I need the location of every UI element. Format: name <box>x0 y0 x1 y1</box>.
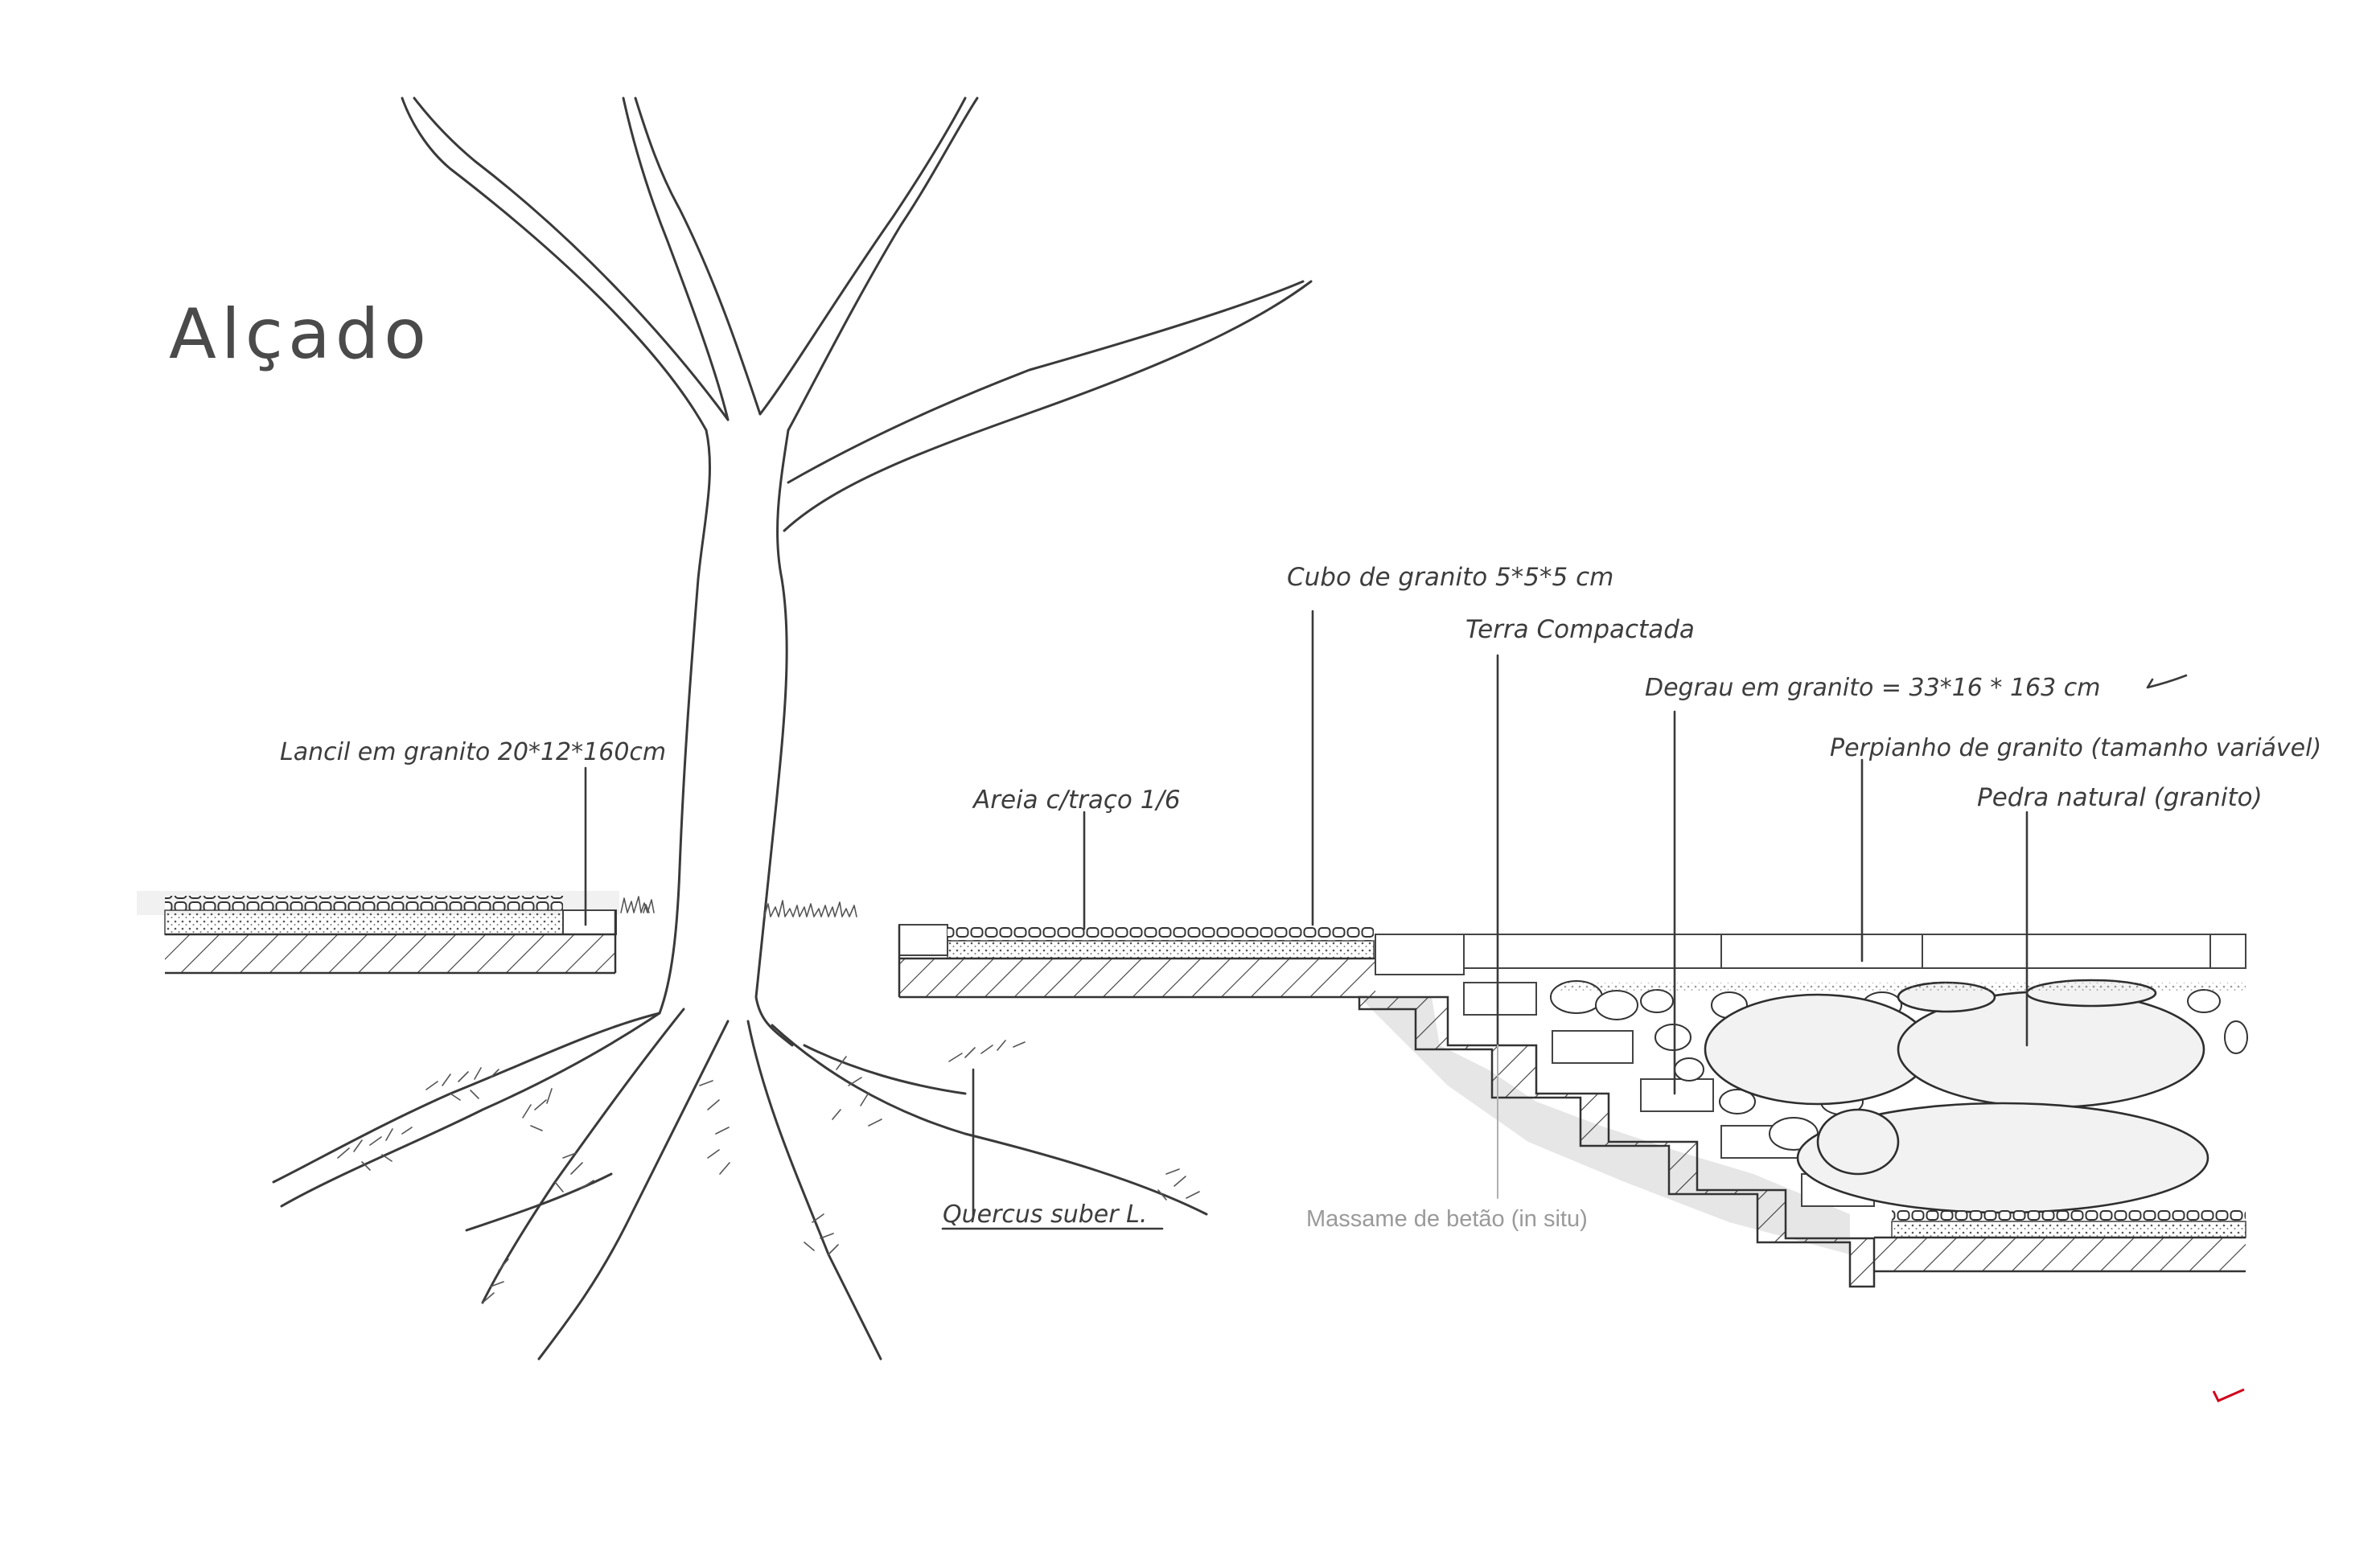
stair-wall-section <box>1358 934 2248 1288</box>
middle-pavement-section <box>898 924 1375 999</box>
label-perpianho: Perpianho de granito (tamanho variável) <box>1830 734 2321 762</box>
label-terra: Terra Compactada <box>1465 615 1695 644</box>
left-pavement-section <box>137 891 619 975</box>
label-pedra: Pedra natural (granito) <box>1977 783 2263 812</box>
label-quercus: Quercus suber L. <box>943 1201 1147 1229</box>
label-cubo: Cubo de granito 5*5*5 cm <box>1287 563 1613 592</box>
leader-lines <box>584 610 2188 1230</box>
label-massame: Massame de betão (in situ) <box>1306 1206 1588 1232</box>
label-lancil: Lancil em granito 20*12*160cm <box>280 738 666 766</box>
drawing-title: Alçado <box>169 294 431 375</box>
label-degrau: Degrau em granito = 33*16 * 163 cm <box>1645 674 2100 702</box>
red-check-mark <box>2212 1388 2245 1402</box>
label-areia: Areia c/traço 1/6 <box>972 786 1181 815</box>
tree-drawing <box>272 96 1313 1361</box>
